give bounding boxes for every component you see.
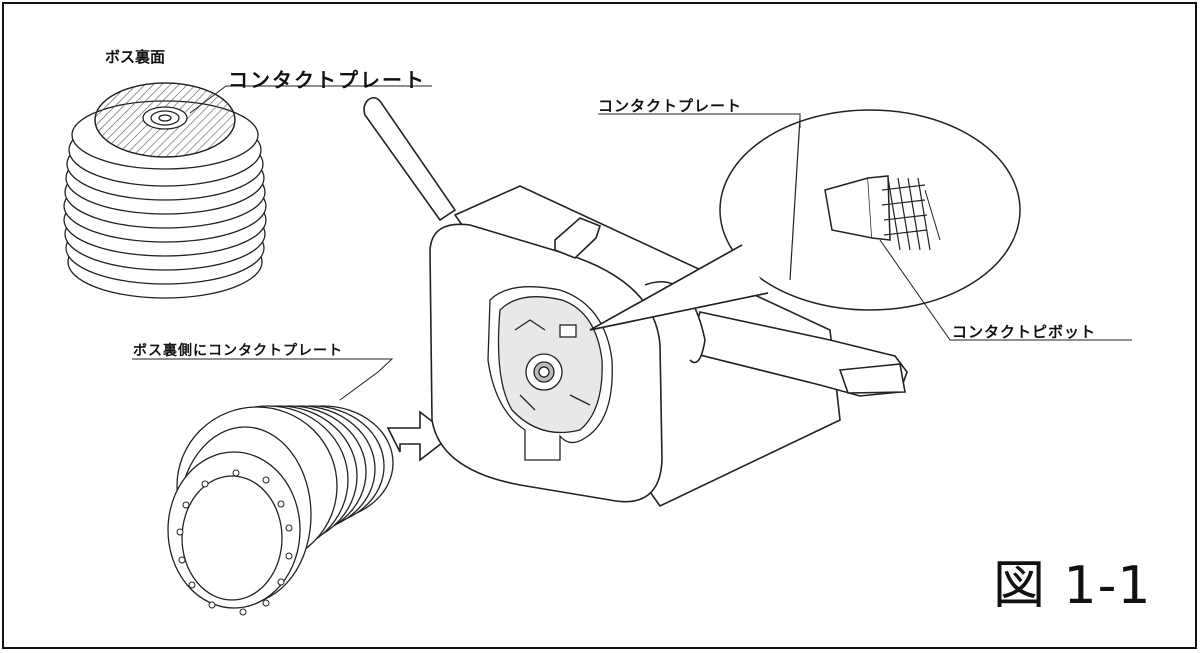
leader-contact-plate-left [189,85,432,114]
boss-front-view [167,405,394,609]
boss-back-view [63,82,267,299]
column-opening [487,286,613,461]
leader-contact-plate-right [598,113,801,128]
bolt-holes [176,469,293,616]
boss-side-plate-label: ボス裏側にコンタクトプレート [133,343,343,359]
contact-pivot-label: コンタクトピボット [952,323,1097,341]
boss-back-label: ボス裏面 [105,48,166,66]
figure-number: 図 1-1 [993,556,1152,616]
leader-boss-side [132,358,394,401]
leader-contact-pivot [879,239,1132,341]
contact-plate-left-label: コンタクトプレート [228,68,426,92]
magnified-callout [589,109,1021,331]
contact-plate-right-label: コンタクトプレート [598,97,743,115]
